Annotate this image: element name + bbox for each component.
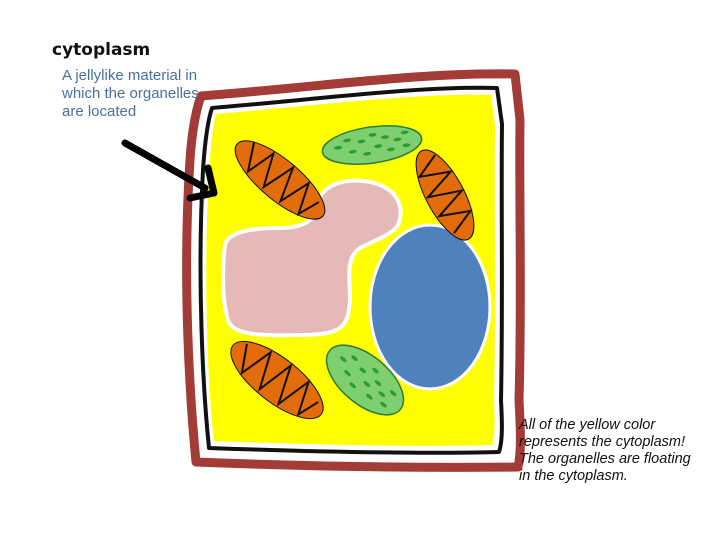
definition-line: A jellylike material in — [62, 67, 198, 84]
note-line: All of the yellow color — [519, 417, 656, 433]
note-line: in the cytoplasm. — [519, 468, 628, 484]
caption-note: All of the yellow color represents the c… — [519, 417, 719, 485]
chloroplast — [325, 344, 405, 416]
label-definition: A jellylike material in which the organe… — [62, 67, 212, 121]
mitochondrion — [234, 140, 326, 220]
arrow — [121, 139, 218, 202]
note-line: represents the cytoplasm! — [519, 434, 686, 450]
definition-line: which the organelles — [62, 85, 199, 102]
definition-line: are located — [62, 103, 137, 120]
nucleus — [368, 223, 492, 391]
mitochondrion — [415, 149, 475, 241]
note-line: The organelles are floating — [519, 451, 691, 467]
vacuole — [221, 178, 403, 338]
cell-wall — [182, 69, 525, 472]
label-title: cytoplasm — [52, 40, 151, 60]
chloroplast — [321, 125, 423, 165]
mitochondrion — [230, 340, 324, 420]
